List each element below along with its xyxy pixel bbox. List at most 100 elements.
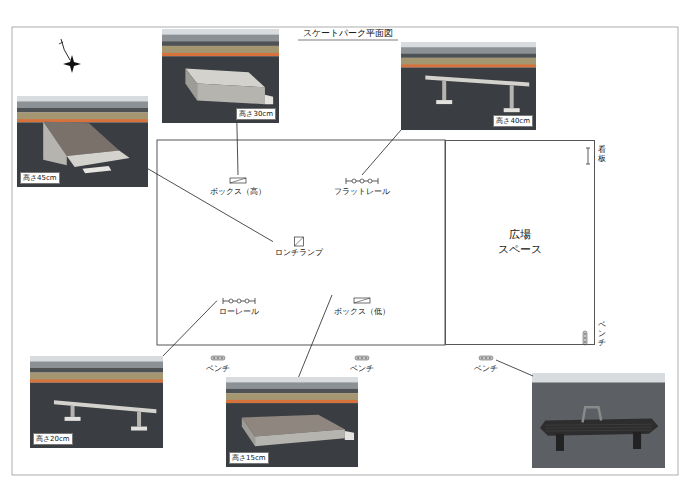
end-plate bbox=[345, 431, 354, 440]
area-label: 広場 スペース bbox=[493, 228, 548, 258]
fence bbox=[17, 119, 148, 122]
box-side bbox=[255, 429, 345, 446]
photo-card: 高さ30cm bbox=[162, 29, 279, 123]
asphalt bbox=[226, 403, 358, 467]
bridge-shadow bbox=[162, 41, 279, 46]
ramp-symbol bbox=[295, 237, 304, 246]
height-label: 高さ45cm bbox=[20, 172, 60, 184]
asphalt bbox=[30, 383, 163, 448]
equipment-label: ローレール bbox=[217, 295, 261, 318]
leader-line bbox=[362, 130, 401, 175]
vertical-label: ベンチ bbox=[598, 321, 606, 347]
rail-leg bbox=[510, 85, 514, 108]
ramp-plate bbox=[67, 151, 130, 167]
bridge-shadow bbox=[30, 368, 163, 373]
bench-symbol bbox=[211, 356, 225, 360]
end-plate bbox=[265, 95, 273, 104]
bridge bbox=[226, 382, 358, 388]
fence bbox=[401, 64, 536, 67]
height-label: 高さ15cm bbox=[229, 452, 269, 464]
leader-line bbox=[237, 123, 238, 175]
bridge bbox=[17, 101, 148, 107]
equipment-name: ボックス（低） bbox=[334, 307, 390, 317]
equipment-label: フラットレール bbox=[332, 175, 392, 198]
rail-bar bbox=[425, 75, 529, 86]
bridge bbox=[401, 47, 536, 53]
asphalt bbox=[401, 68, 536, 130]
photo bbox=[532, 373, 665, 468]
base-plate bbox=[83, 166, 112, 173]
skatepark-area bbox=[157, 140, 445, 345]
bridge-shadow bbox=[401, 53, 536, 57]
box-symbol bbox=[230, 178, 246, 183]
photo-sky bbox=[17, 96, 148, 123]
bench-leg bbox=[556, 434, 564, 451]
leader-line bbox=[299, 295, 332, 377]
bench-slat bbox=[545, 424, 651, 425]
bench-slat bbox=[545, 430, 651, 431]
rail-foot bbox=[131, 427, 147, 431]
leader-line bbox=[163, 301, 217, 356]
fence bbox=[30, 379, 163, 382]
bench-label: ベンチ bbox=[474, 364, 498, 374]
rail-symbol bbox=[223, 298, 255, 304]
rail-bar bbox=[54, 400, 156, 413]
photo-card: 高さ40cm bbox=[401, 42, 536, 130]
photo bbox=[30, 356, 163, 448]
bridge-shadow bbox=[17, 108, 148, 113]
equipment-label: ロンチランプ bbox=[273, 236, 325, 259]
vertical-label: 看板 bbox=[598, 146, 606, 164]
photo-sky bbox=[162, 29, 279, 57]
height-label: 高さ30cm bbox=[236, 108, 276, 120]
equipment-name: ロンチランプ bbox=[275, 248, 323, 258]
rail-leg bbox=[71, 406, 75, 417]
box-symbol bbox=[354, 298, 370, 303]
rail-symbol bbox=[346, 178, 378, 184]
title-underline bbox=[298, 40, 398, 41]
fence bbox=[226, 400, 358, 403]
signboard-symbol bbox=[586, 148, 590, 164]
bridge-shadow bbox=[226, 389, 358, 394]
leader-line bbox=[148, 169, 273, 242]
bench-symbol bbox=[479, 356, 493, 360]
photo-sky bbox=[401, 42, 536, 68]
asphalt bbox=[162, 56, 279, 123]
asphalt bbox=[17, 122, 148, 187]
rail-foot bbox=[504, 108, 520, 112]
fence bbox=[162, 53, 279, 56]
rail-foot bbox=[436, 100, 452, 104]
photo-card: 高さ15cm bbox=[226, 377, 358, 467]
equipment-name: フラットレール bbox=[334, 187, 390, 197]
bench-label: ベンチ bbox=[206, 364, 230, 374]
photo-sky bbox=[30, 356, 163, 384]
photo-card: 高さ45cm bbox=[17, 96, 148, 187]
bench-symbol bbox=[583, 331, 587, 345]
asphalt bbox=[532, 383, 665, 469]
box-side bbox=[197, 84, 265, 105]
photo bbox=[401, 42, 536, 130]
photo-card: 高さ20cm bbox=[30, 356, 163, 448]
equipment-name: ボックス（高） bbox=[210, 187, 266, 197]
rail-foot bbox=[65, 417, 81, 421]
bench-leg bbox=[633, 432, 641, 449]
armrest bbox=[583, 407, 602, 422]
bench-slat bbox=[545, 427, 651, 428]
bridge bbox=[30, 362, 163, 368]
equipment-label: ボックス（高） bbox=[208, 175, 268, 198]
diagram-title: スケートパーク平面図 bbox=[303, 28, 393, 39]
photo bbox=[17, 96, 148, 187]
bench-symbol bbox=[355, 356, 369, 360]
photo bbox=[162, 29, 279, 123]
bridge bbox=[162, 35, 279, 42]
compass bbox=[59, 39, 81, 73]
rail-leg bbox=[137, 412, 141, 427]
box-end bbox=[242, 418, 255, 447]
page-frame bbox=[12, 27, 678, 475]
height-label: 高さ20cm bbox=[33, 433, 73, 445]
plaza-area: 広場 スペース bbox=[445, 140, 595, 345]
photo-sky bbox=[226, 377, 358, 404]
